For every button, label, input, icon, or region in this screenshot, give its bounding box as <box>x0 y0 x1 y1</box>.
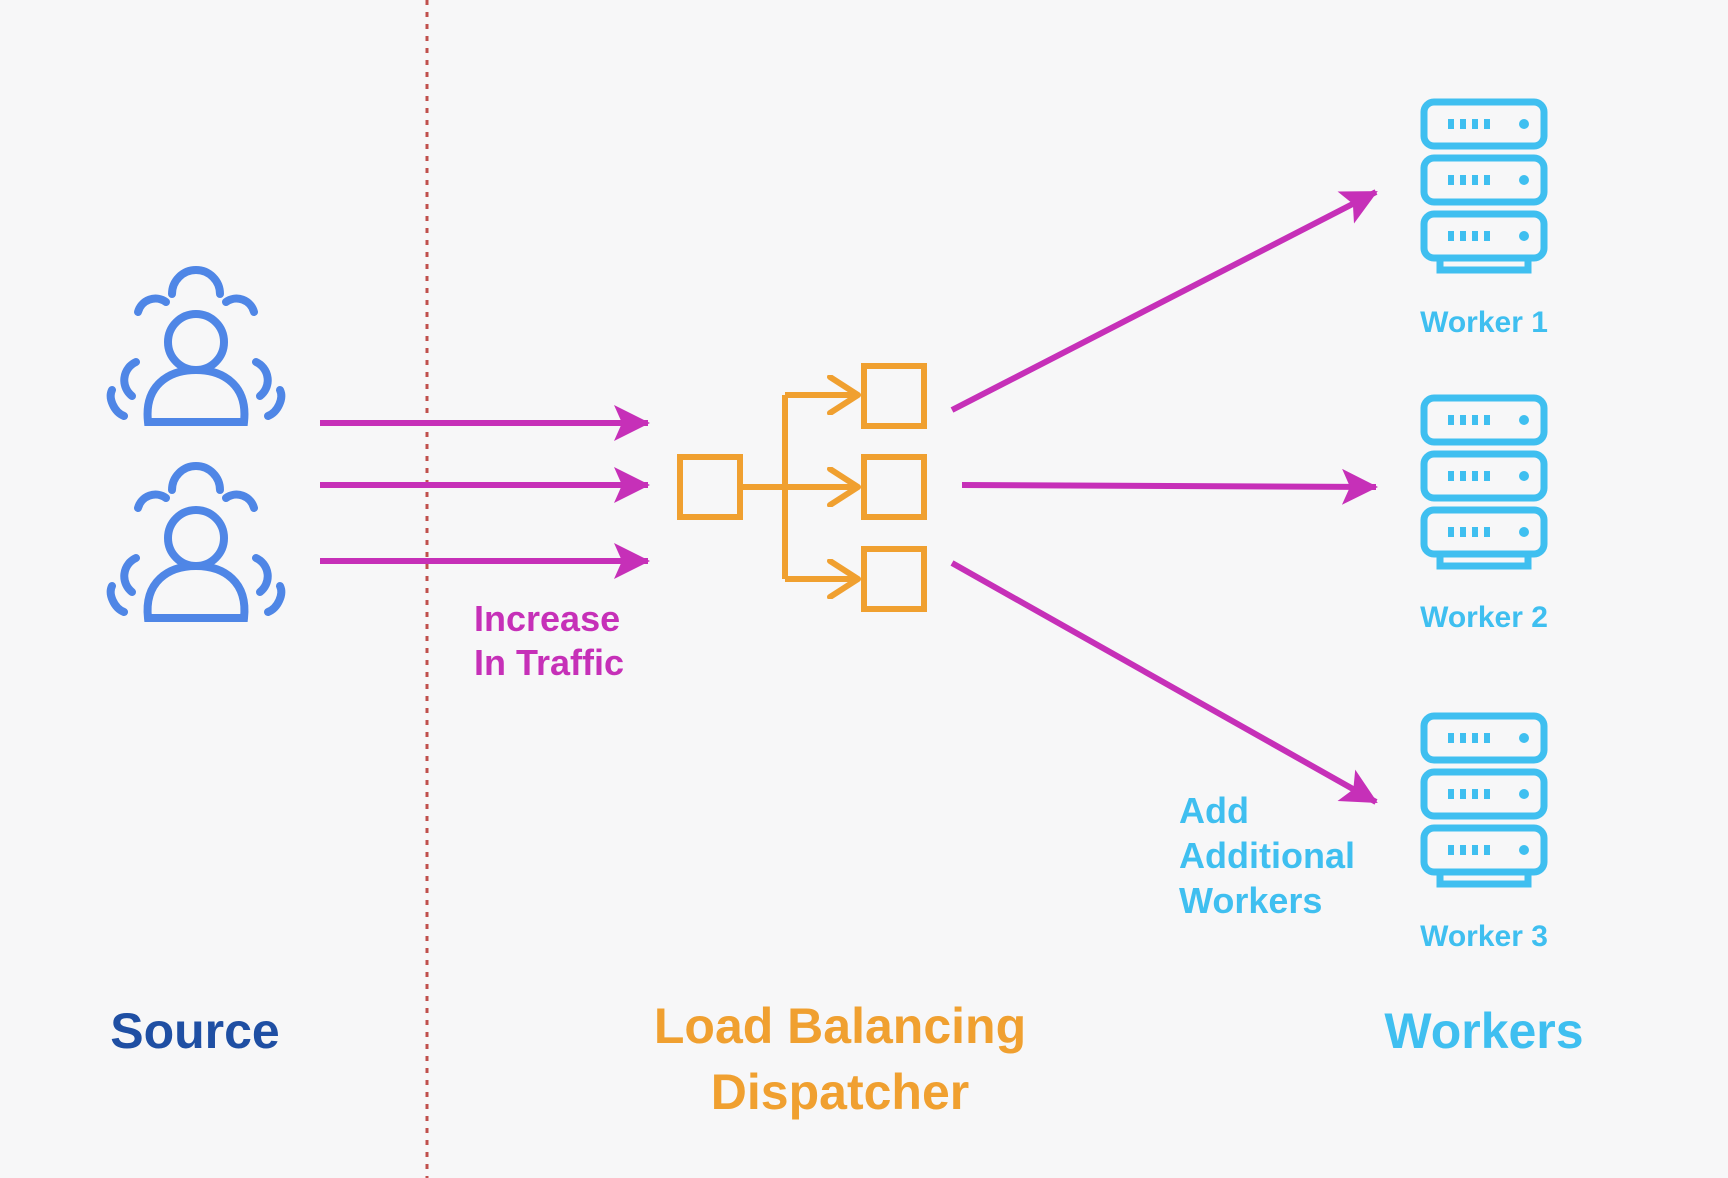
worker-1-label: Worker 1 <box>1420 306 1548 339</box>
add-label-line: Workers <box>1179 880 1323 921</box>
traffic-label-line: Increase <box>474 598 621 639</box>
workers-title: Workers <box>1384 1003 1584 1059</box>
dispatcher-title-line: Load Balancing <box>653 998 1027 1054</box>
worker-arrows <box>950 189 1378 805</box>
load-balancer-icon <box>677 363 927 612</box>
traffic-arrows <box>320 405 650 579</box>
add-label-line: Add <box>1179 790 1249 831</box>
worker-arrow <box>950 189 1378 413</box>
dispatcher-title-line: Dispatcher <box>710 1064 970 1120</box>
traffic-increase-label: Increase In Traffic <box>474 597 624 685</box>
worker-arrow <box>961 468 1378 505</box>
add-label-line: Additional <box>1179 835 1355 876</box>
add-workers-label: Add Additional Workers <box>1179 788 1355 923</box>
dispatcher-title: Load Balancing Dispatcher <box>600 993 1080 1125</box>
source-title: Source <box>110 1003 280 1059</box>
server-rack-icon <box>1424 716 1544 884</box>
worker-2-label: Worker 2 <box>1420 601 1548 634</box>
server-rack-icon <box>1424 102 1544 270</box>
worker-arrow <box>950 560 1378 805</box>
worker-3-label: Worker 3 <box>1420 920 1548 953</box>
user-group-icon <box>111 466 282 618</box>
user-group-icon <box>111 270 282 422</box>
traffic-label-line: In Traffic <box>474 642 625 683</box>
server-rack-icon <box>1424 398 1544 566</box>
